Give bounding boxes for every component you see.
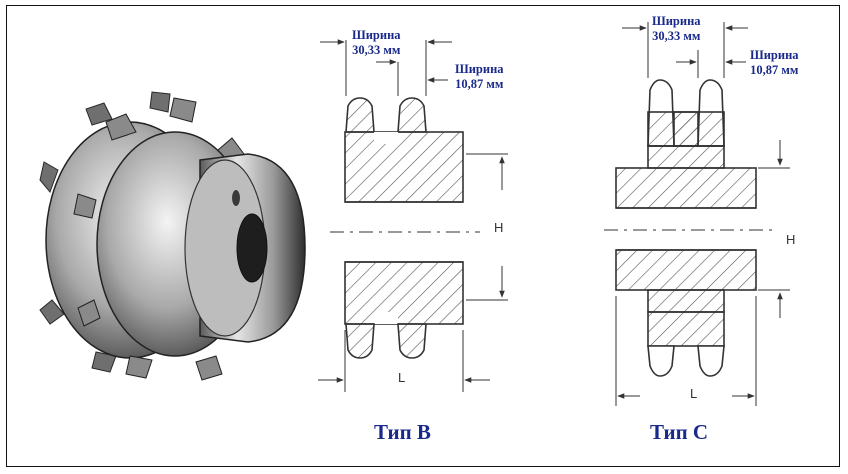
type-b-section: [318, 39, 508, 392]
type-b-width-total-value: 30,33 мм: [352, 43, 401, 57]
type-b-width-tooth-value: 10,87 мм: [455, 77, 504, 91]
type-b-height-symbol: H: [494, 220, 504, 235]
type-b-width-total-label: Ширина 30,33 мм: [352, 28, 401, 58]
type-b-width-tooth-title: Ширина: [455, 62, 504, 76]
type-c-section: [604, 22, 790, 406]
sprocket-photo: [39, 91, 306, 381]
type-c-width-tooth-label: Ширина 10,87 мм: [750, 48, 799, 78]
type-c-height-symbol: H: [786, 232, 796, 247]
type-c-length-symbol: L: [690, 386, 698, 401]
type-c-width-tooth-value: 10,87 мм: [750, 63, 799, 77]
type-b-caption: Тип B: [374, 420, 431, 444]
type-b-length-symbol: L: [398, 370, 406, 385]
type-c-width-total-title: Ширина: [652, 14, 701, 28]
type-b-width-total-title: Ширина: [352, 28, 401, 42]
type-c-width-total-label: Ширина 30,33 мм: [652, 14, 701, 44]
type-b-width-tooth-label: Ширина 10,87 мм: [455, 62, 504, 92]
type-c-width-tooth-title: Ширина: [750, 48, 799, 62]
type-c-caption: Тип C: [650, 420, 709, 444]
type-c-width-total-value: 30,33 мм: [652, 29, 701, 43]
